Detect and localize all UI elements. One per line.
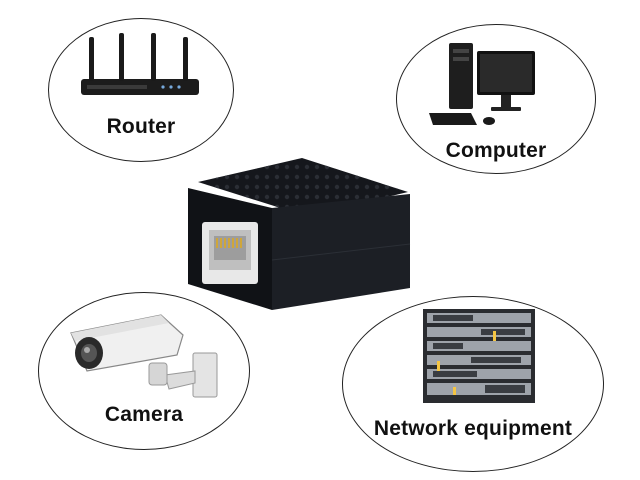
server-rack-icon xyxy=(423,309,535,403)
camera-label: Camera xyxy=(104,403,184,426)
camera-bubble: Camera xyxy=(38,292,250,450)
network-equipment-label: Network equipment xyxy=(373,417,573,440)
network-equipment-bubble: Network equipment xyxy=(342,296,604,472)
computer-label: Computer xyxy=(445,139,547,162)
router-label: Router xyxy=(106,115,176,138)
rj45-coupler-icon xyxy=(188,158,411,310)
router-bubble: Router xyxy=(48,18,234,162)
desktop-computer-icon xyxy=(429,43,535,125)
security-camera-icon xyxy=(70,314,218,398)
computer-bubble: Computer xyxy=(396,24,596,174)
router-icon xyxy=(81,33,199,95)
